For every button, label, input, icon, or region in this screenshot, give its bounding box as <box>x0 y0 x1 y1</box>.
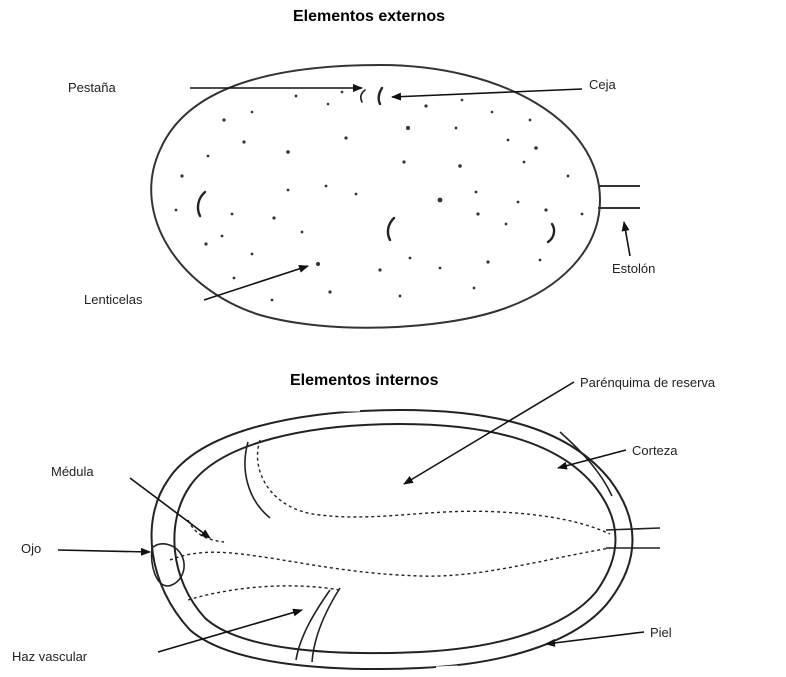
external-arrows <box>190 88 630 300</box>
arrow-lenticelas <box>204 266 308 300</box>
arrow-ojo <box>58 550 150 552</box>
lenticels <box>175 91 584 302</box>
eye-internal <box>152 544 184 586</box>
external-tuber <box>151 65 640 328</box>
eye-left <box>198 192 205 216</box>
eye-right <box>548 224 554 242</box>
arrow-parenquima <box>404 382 574 484</box>
cortex-inner <box>174 424 615 653</box>
arrow-estolon <box>624 222 630 256</box>
eye-top <box>379 88 382 104</box>
internal-arrows <box>58 382 644 652</box>
eye-center <box>388 218 394 240</box>
arrow-ceja <box>392 89 582 97</box>
eye-top-brow <box>361 90 365 102</box>
internal-tuber <box>152 410 660 669</box>
tuber-outline <box>151 65 600 328</box>
medulla-lines <box>170 440 610 600</box>
vascular-bundle <box>245 432 612 662</box>
arrow-medula <box>130 478 210 538</box>
stolon <box>598 186 640 208</box>
skin-breaks <box>340 409 458 669</box>
